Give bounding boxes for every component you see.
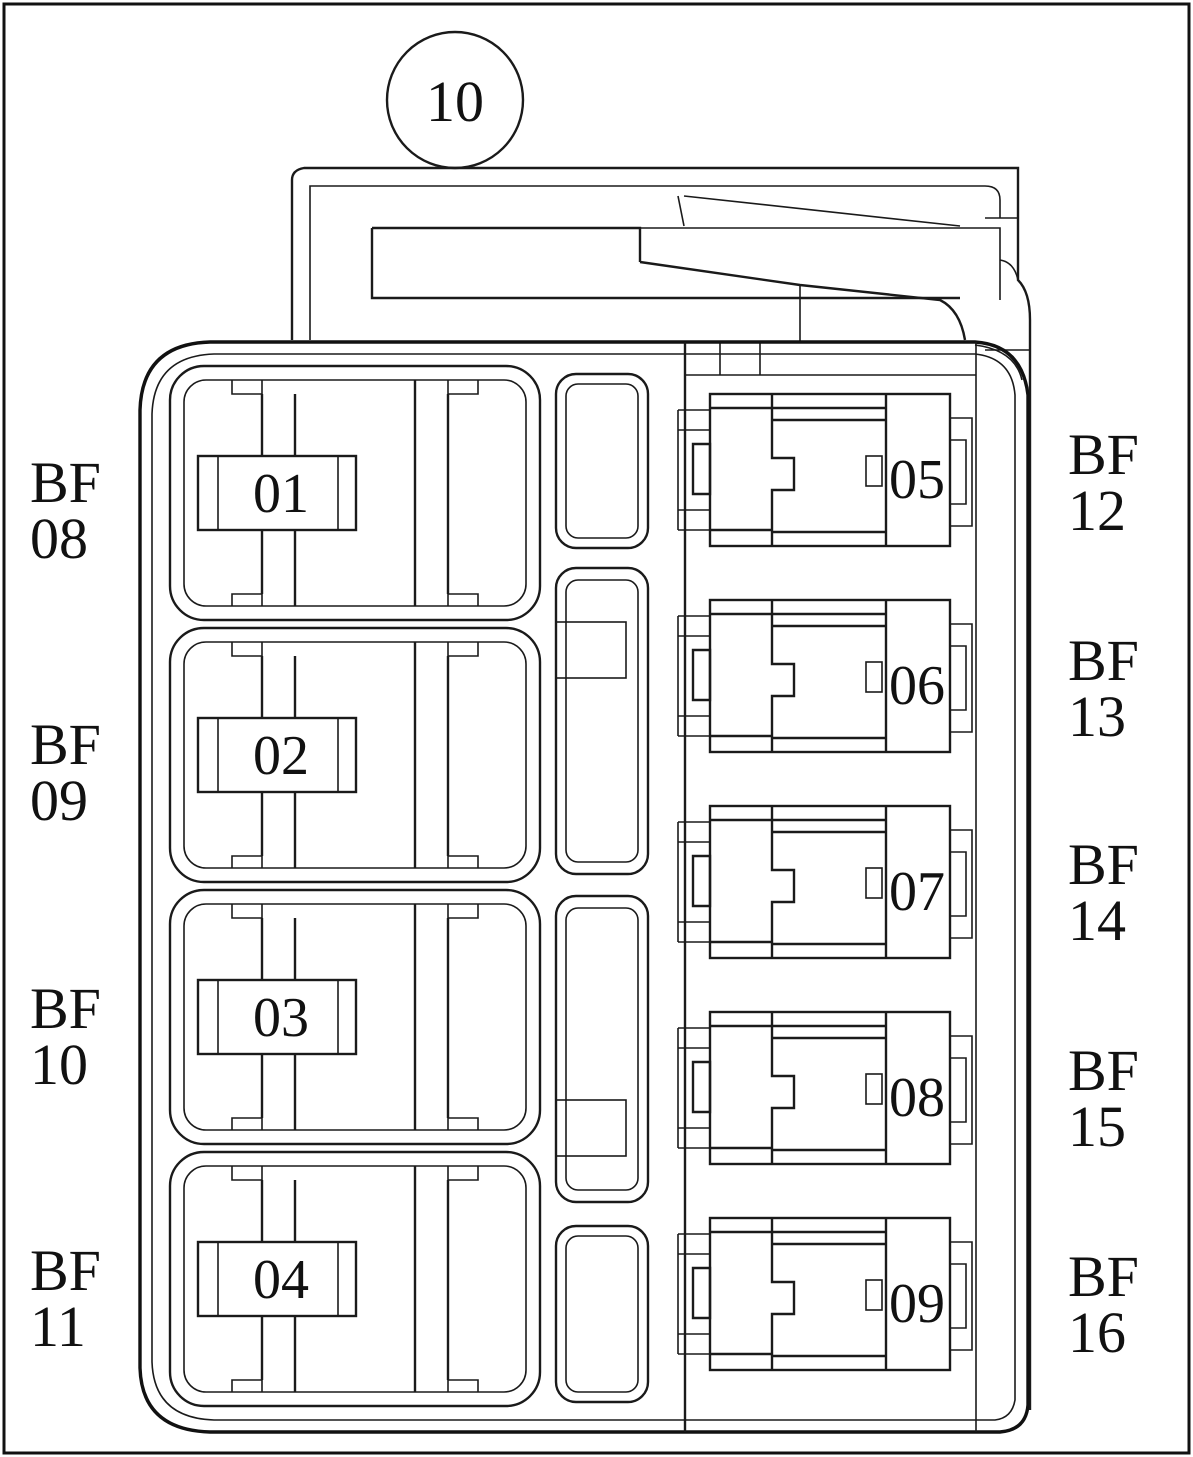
- mini-fuse-number: 06: [889, 655, 945, 717]
- label-line: BF: [1068, 1244, 1139, 1309]
- label-line: BF: [1068, 628, 1139, 693]
- large-fuse-number: 01: [253, 463, 309, 525]
- callout-label: 10: [426, 69, 484, 134]
- label-line: BF: [1068, 832, 1139, 897]
- large-fuse-slot: 04: [168, 1150, 542, 1408]
- mini-fuse-number: 08: [889, 1067, 945, 1129]
- label-line: 16: [1068, 1300, 1126, 1365]
- narrow-slot: [554, 372, 650, 550]
- label-line: 09: [30, 768, 88, 833]
- label-line: BF: [1068, 1038, 1139, 1103]
- mini-fuse-slot: 05: [677, 392, 973, 548]
- large-fuse-number: 02: [253, 725, 309, 787]
- mini-fuse-slot: 08: [677, 1010, 973, 1166]
- narrow-slot: [554, 566, 650, 876]
- label-line: 11: [30, 1294, 86, 1359]
- large-fuse-slot: 02: [168, 626, 542, 884]
- fuse-box-body: [138, 340, 1030, 1434]
- label-line: BF: [30, 450, 101, 515]
- mini-fuse-slot: 06: [677, 598, 973, 754]
- mini-fuse-slots: 05 06 07: [677, 392, 973, 1372]
- large-fuse-slots: 01 02 03 04: [168, 364, 542, 1408]
- label-line: BF: [30, 712, 101, 777]
- label-line: 13: [1068, 684, 1126, 749]
- label-line: 14: [1068, 888, 1126, 953]
- mini-fuse-number: 05: [889, 449, 945, 511]
- label-line: 08: [30, 506, 88, 571]
- mini-fuse-slot: 09: [677, 1216, 973, 1372]
- narrow-slot: [554, 1224, 650, 1404]
- mini-fuse-number: 09: [889, 1273, 945, 1335]
- mini-fuse-slot: 07: [677, 804, 973, 960]
- mini-fuse-number: 07: [889, 861, 945, 923]
- large-fuse-slot: 01: [168, 364, 542, 622]
- top-connector-housing: [290, 166, 1032, 1410]
- label-line: 10: [30, 1032, 88, 1097]
- large-fuse-number: 03: [253, 987, 309, 1049]
- label-line: BF: [30, 976, 101, 1041]
- large-fuse-number: 04: [253, 1249, 309, 1311]
- label-line: BF: [1068, 422, 1139, 487]
- label-line: 15: [1068, 1094, 1126, 1159]
- narrow-slots: [554, 372, 650, 1404]
- narrow-slot: [554, 894, 650, 1204]
- label-line: 12: [1068, 478, 1126, 543]
- label-line: BF: [30, 1238, 101, 1303]
- large-fuse-slot: 03: [168, 888, 542, 1146]
